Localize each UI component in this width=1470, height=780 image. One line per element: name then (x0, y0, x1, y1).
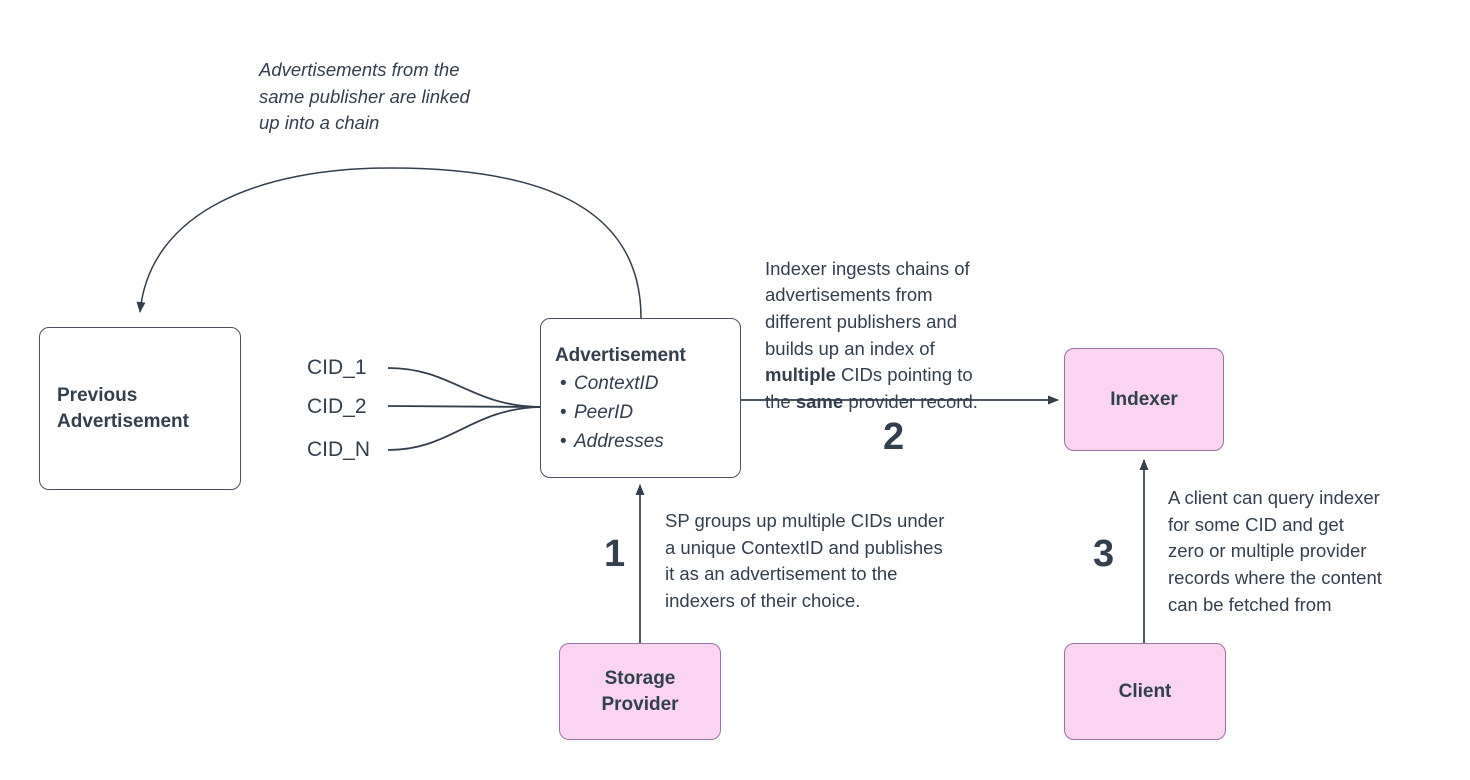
node-storage-provider-label: Storage Provider (601, 668, 679, 715)
edge-cid-1 (387, 367, 541, 408)
node-advertisement[interactable]: Advertisement ContextID PeerID Addresses (540, 318, 741, 478)
note-indexer-ingest: Indexer ingests chains of advertisements… (765, 229, 1025, 415)
note-storage-provider: SP groups up multiple CIDs under a uniqu… (665, 510, 945, 611)
field-peer-id: PeerID (559, 399, 664, 428)
node-previous-advertisement-label: Previous Advertisement (57, 385, 189, 432)
note-indexer-part-5: provider record. (843, 390, 978, 412)
edge-chain-link (136, 167, 642, 319)
step-label-3: 3 (1093, 533, 1115, 575)
node-client[interactable]: Client (1064, 643, 1226, 740)
step-label-2: 2 (883, 416, 905, 458)
note-indexer-emphasis-same: same (795, 390, 844, 412)
node-client-label: Client (1118, 680, 1172, 702)
field-context-id: ContextID (559, 370, 664, 399)
field-addresses: Addresses (559, 428, 664, 457)
note-indexer-part-3: CIDs pointing to the (765, 364, 973, 412)
node-previous-advertisement[interactable]: Previous Advertisement (39, 327, 241, 490)
node-indexer-label: Indexer (1110, 388, 1178, 410)
note-chain-link: Advertisements from the same publisher a… (259, 59, 470, 134)
note-indexer-part-1: Indexer ingests chains of advertisements… (765, 257, 970, 359)
node-indexer[interactable]: Indexer (1064, 348, 1224, 451)
cid-label-2: CID_2 (307, 395, 367, 418)
node-advertisement-fields: ContextID PeerID Addresses (555, 370, 664, 457)
step-label-1: 1 (604, 533, 626, 575)
node-storage-provider[interactable]: Storage Provider (559, 643, 721, 740)
edge-cid-2 (387, 405, 541, 408)
cid-label-n: CID_N (307, 438, 371, 461)
cid-label-1: CID_1 (307, 356, 367, 379)
node-advertisement-title: Advertisement (555, 345, 686, 366)
note-indexer-emphasis-multiple: multiple (765, 364, 836, 386)
note-client-query: A client can query indexer for some CID … (1168, 487, 1382, 615)
edge-cid-n (387, 406, 541, 451)
